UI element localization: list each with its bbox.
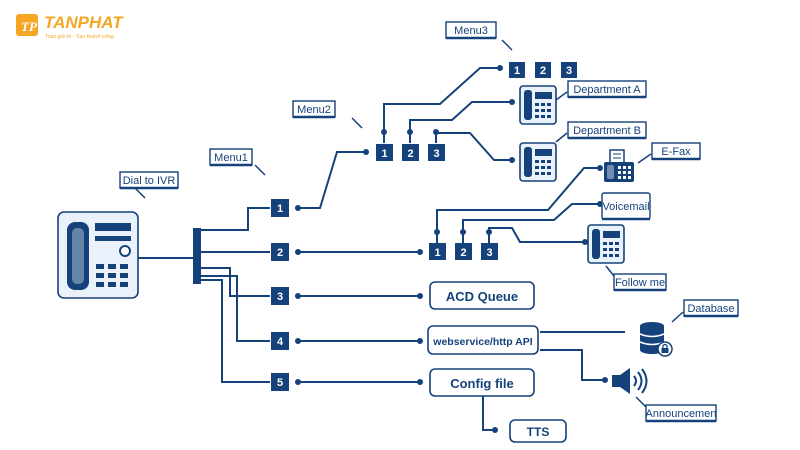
svg-text:1: 1 — [434, 247, 440, 259]
department-b-label: Department B — [573, 125, 641, 137]
database-label: Database — [687, 303, 734, 315]
webservice-node[interactable]: webservice/http API — [427, 325, 539, 355]
svg-text:1: 1 — [514, 65, 520, 77]
callout-follow-me: Follow me — [605, 265, 667, 292]
follow-me-phone-icon — [587, 224, 625, 264]
connector-lines — [136, 67, 625, 431]
config-file-node[interactable]: Config file — [429, 368, 535, 397]
connector-dots — [295, 65, 608, 433]
menu2-options: 1 2 3 — [376, 144, 445, 161]
tts-label: TTS — [527, 425, 550, 439]
menu2-option[interactable]: 1 — [376, 144, 393, 161]
menu3-option[interactable]: 2 — [535, 62, 551, 78]
menu3-option[interactable]: 3 — [561, 62, 577, 78]
menu1-option[interactable]: 4 — [271, 332, 289, 350]
menu2-label: Menu2 — [297, 104, 331, 116]
menu1-option[interactable]: 3 — [271, 287, 289, 305]
efax-label: E-Fax — [661, 146, 691, 158]
menu1-label: Menu1 — [214, 152, 248, 164]
svg-text:3: 3 — [486, 247, 492, 259]
ivr-phone-icon — [57, 211, 139, 299]
webservice-label: webservice/http API — [432, 336, 532, 348]
menu1-option[interactable]: 1 — [271, 199, 289, 217]
callout-menu2: Menu2 — [292, 100, 363, 129]
svg-text:3: 3 — [566, 65, 572, 77]
svg-text:2: 2 — [540, 65, 546, 77]
acd-queue-node[interactable]: ACD Queue — [429, 281, 535, 310]
config-file-label: Config file — [450, 376, 514, 391]
menu1-option[interactable]: 5 — [271, 373, 289, 391]
svg-text:1: 1 — [277, 203, 283, 215]
logo-mark-icon — [16, 14, 38, 36]
callout-dial-to-ivr: Dial to IVR — [119, 171, 179, 199]
svg-text:1: 1 — [381, 148, 387, 160]
callout-menu3: Menu3 — [445, 21, 513, 51]
svg-text:3: 3 — [277, 291, 283, 303]
callout-efax: E-Fax — [637, 142, 701, 164]
callout-database: Database — [671, 299, 739, 323]
tts-node[interactable]: TTS — [509, 419, 567, 443]
svg-text:3: 3 — [433, 148, 439, 160]
speaker-icon — [612, 368, 648, 394]
svg-text:4: 4 — [277, 336, 284, 348]
menu3-options: 1 2 3 — [509, 62, 577, 78]
submenu-option[interactable]: 3 — [481, 243, 498, 260]
follow-me-label: Follow me — [615, 277, 665, 289]
submenu-option[interactable]: 1 — [429, 243, 446, 260]
brand-slogan: Trao giá trị - Tạo thành công — [45, 34, 115, 40]
announcement-label: Announcemen — [646, 408, 717, 420]
menu3-label: Menu3 — [454, 25, 488, 37]
dial-to-ivr-label: Dial to IVR — [123, 175, 176, 187]
database-lock-icon — [639, 322, 673, 357]
callout-menu1: Menu1 — [209, 148, 266, 176]
submenu-option[interactable]: 2 — [455, 243, 472, 260]
menu2-option[interactable]: 3 — [428, 144, 445, 161]
department-b-phone-icon — [519, 142, 557, 182]
callout-announcement: Announcemen — [635, 396, 717, 423]
svg-text:2: 2 — [460, 247, 466, 259]
fax-icon — [604, 149, 634, 182]
svg-text:2: 2 — [277, 247, 283, 259]
callout-voicemail: Voicemail — [601, 192, 651, 221]
menu2-option[interactable]: 2 — [402, 144, 419, 161]
menu1-options: 1 2 3 4 5 — [271, 199, 289, 391]
department-a-label: Department A — [573, 84, 641, 96]
voicemail-label: Voicemail — [602, 201, 649, 213]
callout-department-a: Department A — [555, 80, 647, 101]
department-a-phone-icon — [519, 85, 557, 125]
svg-text:5: 5 — [277, 377, 283, 389]
brand-name: TANPHAT — [44, 13, 124, 32]
callout-department-b: Department B — [555, 121, 647, 143]
svg-text:2: 2 — [407, 148, 413, 160]
submenu-options: 1 2 3 — [429, 243, 498, 260]
menu3-option[interactable]: 1 — [509, 62, 525, 78]
svg-text:TP: TP — [21, 19, 38, 34]
acd-queue-label: ACD Queue — [446, 289, 518, 304]
brand-logo: TP TANPHAT Trao giá trị - Tạo thành công — [16, 13, 124, 40]
menu1-option[interactable]: 2 — [271, 243, 289, 261]
